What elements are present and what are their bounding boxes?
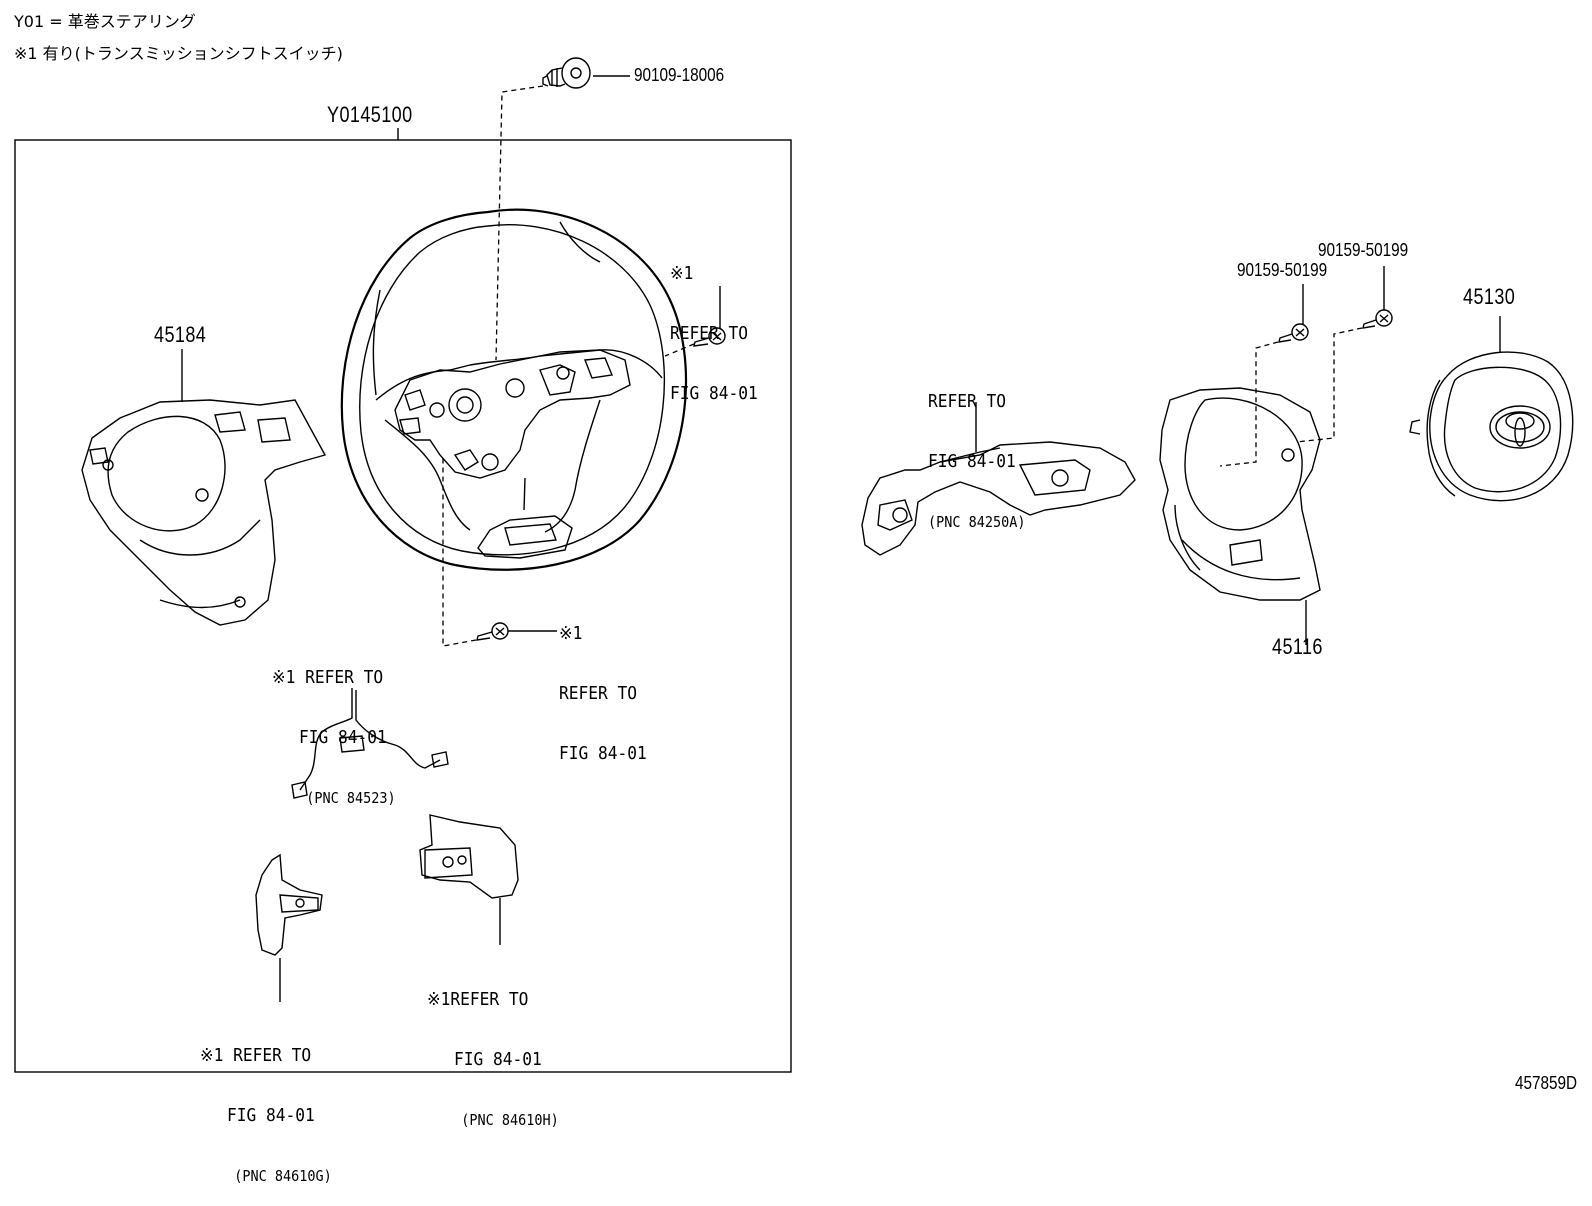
part-number-90159-50199-b[interactable]: 90159-50199 [1318,240,1409,260]
toyota-emblem-icon [1489,405,1551,449]
ref-line: REFER TO [670,323,749,344]
wire-harness-icon [291,688,449,799]
ref-line: (PNC 84523) [306,789,396,807]
ref-line: (PNC 84610H) [461,1111,559,1129]
ref-wheel-right[interactable]: ※1 REFER TO FIG 84-01 [670,224,758,424]
assembly-frame [14,139,792,1073]
part-number-90109-18006[interactable]: 90109-18006 [634,65,725,85]
figure-id: 457859D [1515,1073,1578,1093]
steering-switch-icon [861,441,1136,556]
wheel-right-bolt-icon [693,327,726,347]
assembly-part-number[interactable]: Y0145100 [327,102,413,127]
paddle-switch-h-icon [419,814,519,899]
ref-line: FIG 84-01 [928,451,1016,472]
ref-steering-switch[interactable]: REFER TO FIG 84-01 (PNC 84250A) [928,352,1026,552]
lower-cover-45116-icon [1159,387,1321,601]
airbag-pad-45130-icon [1409,351,1574,502]
rear-cover-45184-icon [81,399,327,626]
ref-line: FIG 84-01 [670,383,758,404]
parts-diagram-art [14,57,1574,1073]
part-number-45130[interactable]: 45130 [1463,284,1516,309]
ref-line: ※1 REFER TO [272,667,384,688]
screw-a-icon [1278,323,1309,343]
note-y01: Y01 = 革巻ステアリング [14,12,196,31]
ref-switch-h[interactable]: ※1REFER TO FIG 84-01 (PNC 84610H) [427,950,559,1150]
ref-line: ※1 REFER TO [200,1045,312,1066]
bolt-90109-icon [542,57,591,89]
ref-switch-g[interactable]: ※1 REFER TO FIG 84-01 (PNC 84610G) [200,1006,332,1206]
ref-line: FIG 84-01 [299,727,387,748]
note-asterisk1: ※1 有り(トランスミッションシフトスイッチ) [14,44,343,63]
ref-line: FIG 84-01 [559,743,647,764]
ref-line: ※1 [670,263,694,284]
steering-wheel-icon [340,208,688,571]
part-number-90159-50199-a[interactable]: 90159-50199 [1237,260,1328,280]
ref-wheel-bottom[interactable]: ※1 REFER TO FIG 84-01 [559,584,647,784]
wheel-bottom-bolt-icon [476,622,509,641]
screw-b-icon [1362,309,1393,329]
ref-line: REFER TO [928,391,1007,412]
paddle-switch-g-icon [255,853,323,956]
part-number-45184[interactable]: 45184 [154,322,207,347]
ref-line: (PNC 84250A) [928,513,1026,531]
part-number-45116[interactable]: 45116 [1272,634,1323,659]
ref-line: ※1 [559,623,583,644]
ref-line: FIG 84-01 [227,1105,315,1126]
ref-harness[interactable]: ※1 REFER TO FIG 84-01 (PNC 84523) [272,628,396,828]
ref-line: (PNC 84610G) [234,1167,332,1185]
ref-line: FIG 84-01 [454,1049,542,1070]
ref-line: ※1REFER TO [427,989,529,1010]
ref-line: REFER TO [559,683,638,704]
